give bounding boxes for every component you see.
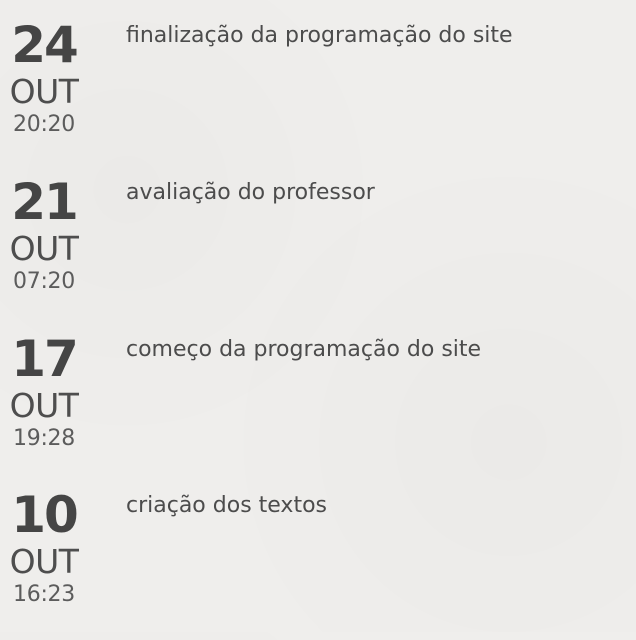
entry-month: OUT bbox=[9, 542, 79, 581]
entry-title: criação dos textos bbox=[126, 493, 327, 518]
entry-date: 21 OUT 07:20 bbox=[0, 177, 88, 297]
entry-date: 17 OUT 19:28 bbox=[0, 334, 88, 454]
entry-day: 24 bbox=[11, 16, 79, 74]
entry-time: 19:28 bbox=[13, 426, 75, 451]
entry-time: 07:20 bbox=[13, 269, 75, 294]
entry-month: OUT bbox=[9, 229, 79, 268]
timeline-entry: 24 OUT 20:20 finalização da programação … bbox=[0, 20, 636, 170]
entry-time: 20:20 bbox=[13, 112, 75, 137]
entry-date: 24 OUT 20:20 bbox=[0, 20, 88, 140]
entry-day: 10 bbox=[11, 486, 79, 544]
entry-title: finalização da programação do site bbox=[126, 23, 513, 48]
entry-date: 10 OUT 16:23 bbox=[0, 490, 88, 610]
entry-title: avaliação do professor bbox=[126, 180, 375, 205]
entry-day: 21 bbox=[11, 173, 79, 231]
entry-month: OUT bbox=[9, 386, 79, 425]
timeline-entry: 21 OUT 07:20 avaliação do professor bbox=[0, 177, 636, 327]
entry-time: 16:23 bbox=[13, 582, 75, 607]
entry-day: 17 bbox=[11, 330, 79, 388]
entry-title: começo da programação do site bbox=[126, 337, 482, 362]
entry-month: OUT bbox=[9, 72, 79, 111]
timeline-entry: 10 OUT 16:23 criação dos textos bbox=[0, 490, 636, 640]
timeline-entry: 17 OUT 19:28 começo da programação do si… bbox=[0, 334, 636, 484]
